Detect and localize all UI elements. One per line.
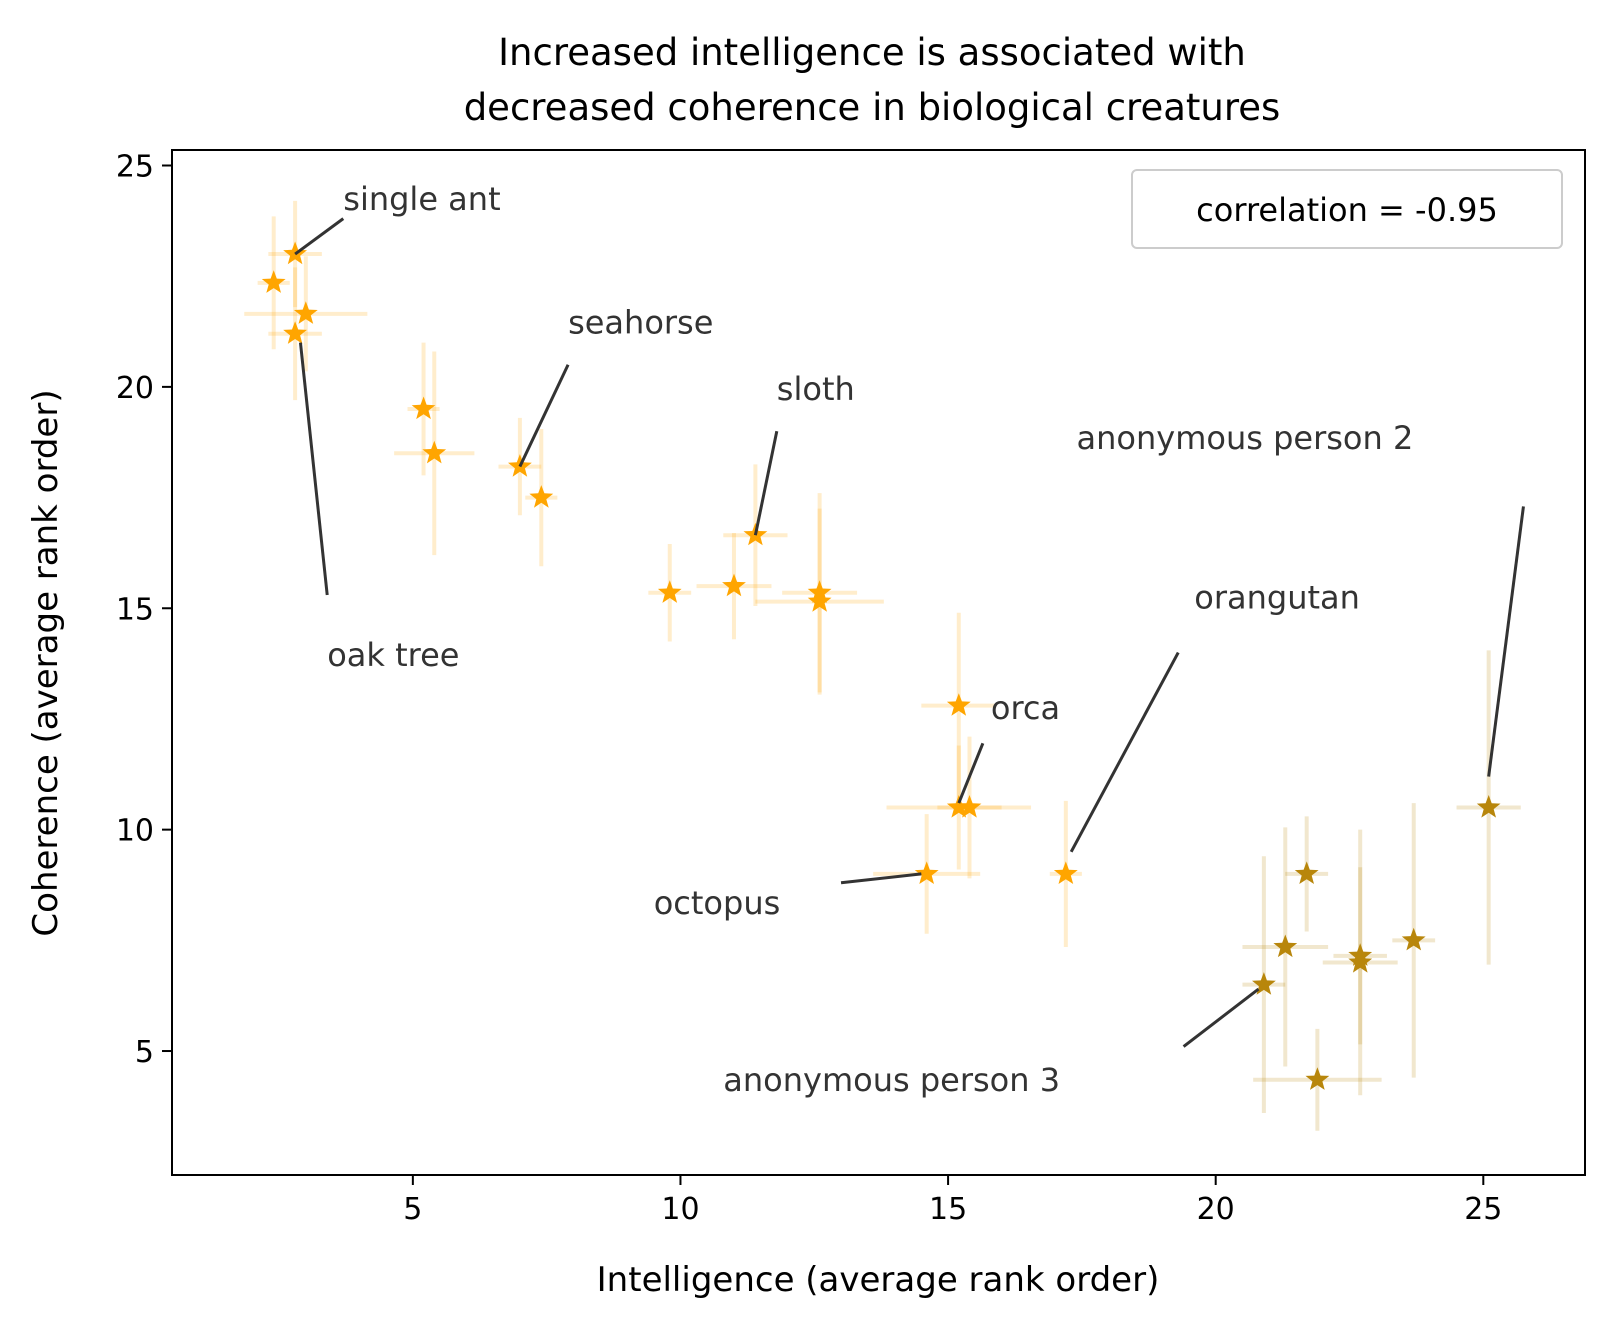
data-point-star <box>722 573 746 597</box>
data-point-star <box>422 440 447 464</box>
legend-box <box>1131 169 1563 249</box>
y-tick-label: 5 <box>135 1035 154 1070</box>
annotation-label: anonymous person 2 <box>1077 419 1414 457</box>
x-tick-label: 25 <box>1464 1192 1502 1227</box>
annotation-label: oak tree <box>327 636 459 674</box>
annotation-leader-line <box>957 742 985 804</box>
data-point-star <box>1348 950 1373 973</box>
data-point-star <box>1053 861 1078 884</box>
legend: correlation = -0.95 <box>1131 169 1563 249</box>
chart-title-line-2: decreased coherence in biological creatu… <box>464 86 1281 129</box>
y-axis: 5 10 15 20 25 <box>116 149 172 1070</box>
data-point-star <box>1305 1067 1330 1090</box>
annotation-leader-line <box>1182 987 1260 1048</box>
x-tick-label: 5 <box>403 1192 422 1227</box>
annotation-leader-line <box>1069 651 1180 853</box>
plot-area: single ant seahorse sloth oak tree anonymous… <box>244 180 1525 1131</box>
data-point-star <box>807 589 832 612</box>
x-tick-label: 15 <box>929 1192 967 1227</box>
data-point-star <box>1273 934 1298 958</box>
data-point-star <box>529 485 554 508</box>
annotation-label: seahorse <box>568 304 713 342</box>
data-point-star <box>1294 861 1319 884</box>
annotation-leader-line <box>753 430 779 536</box>
annotation-label: sloth <box>777 370 855 408</box>
annotation-leader-line <box>1487 506 1525 777</box>
annotation-label: single ant <box>343 180 500 218</box>
data-point-star <box>957 795 982 818</box>
data-point-star <box>1401 927 1426 951</box>
data-point-star <box>1252 972 1276 995</box>
annotation-label: anonymous person 3 <box>723 1061 1060 1099</box>
data-point-star <box>293 301 318 324</box>
y-tick-label: 10 <box>116 814 154 849</box>
annotation-leader-line <box>294 217 345 256</box>
x-tick-label: 20 <box>1197 1192 1235 1227</box>
annotation-leader-line <box>518 364 570 468</box>
annotation-label: orca <box>991 689 1060 727</box>
x-tick-label: 10 <box>661 1192 699 1227</box>
annotation-label: orangutan <box>1194 578 1360 616</box>
plot-frame <box>171 149 1586 1176</box>
x-axis: 5 10 15 20 25 <box>403 1175 1502 1227</box>
y-axis-label: Coherence (average rank order) <box>26 389 66 936</box>
y-tick-label: 25 <box>116 149 154 184</box>
y-tick-label: 15 <box>116 592 154 627</box>
data-point-star <box>261 270 286 293</box>
data-point-star <box>411 396 436 420</box>
annotation-leader-line <box>840 872 922 885</box>
legend-text: correlation = -0.95 <box>1196 191 1498 229</box>
data-point-star <box>946 693 971 716</box>
data-point-star <box>946 795 971 818</box>
chart-title-line-1: Increased intelligence is associated wit… <box>498 31 1246 74</box>
y-tick-label: 20 <box>116 371 154 406</box>
data-point-star <box>1476 795 1501 818</box>
annotation-label: octopus <box>654 884 781 922</box>
x-axis-label: Intelligence (average rank order) <box>597 1260 1160 1300</box>
data-point-star <box>283 321 307 344</box>
annotation-leader-line <box>298 342 329 596</box>
data-point-star <box>657 580 682 603</box>
data-point-star <box>914 861 939 884</box>
